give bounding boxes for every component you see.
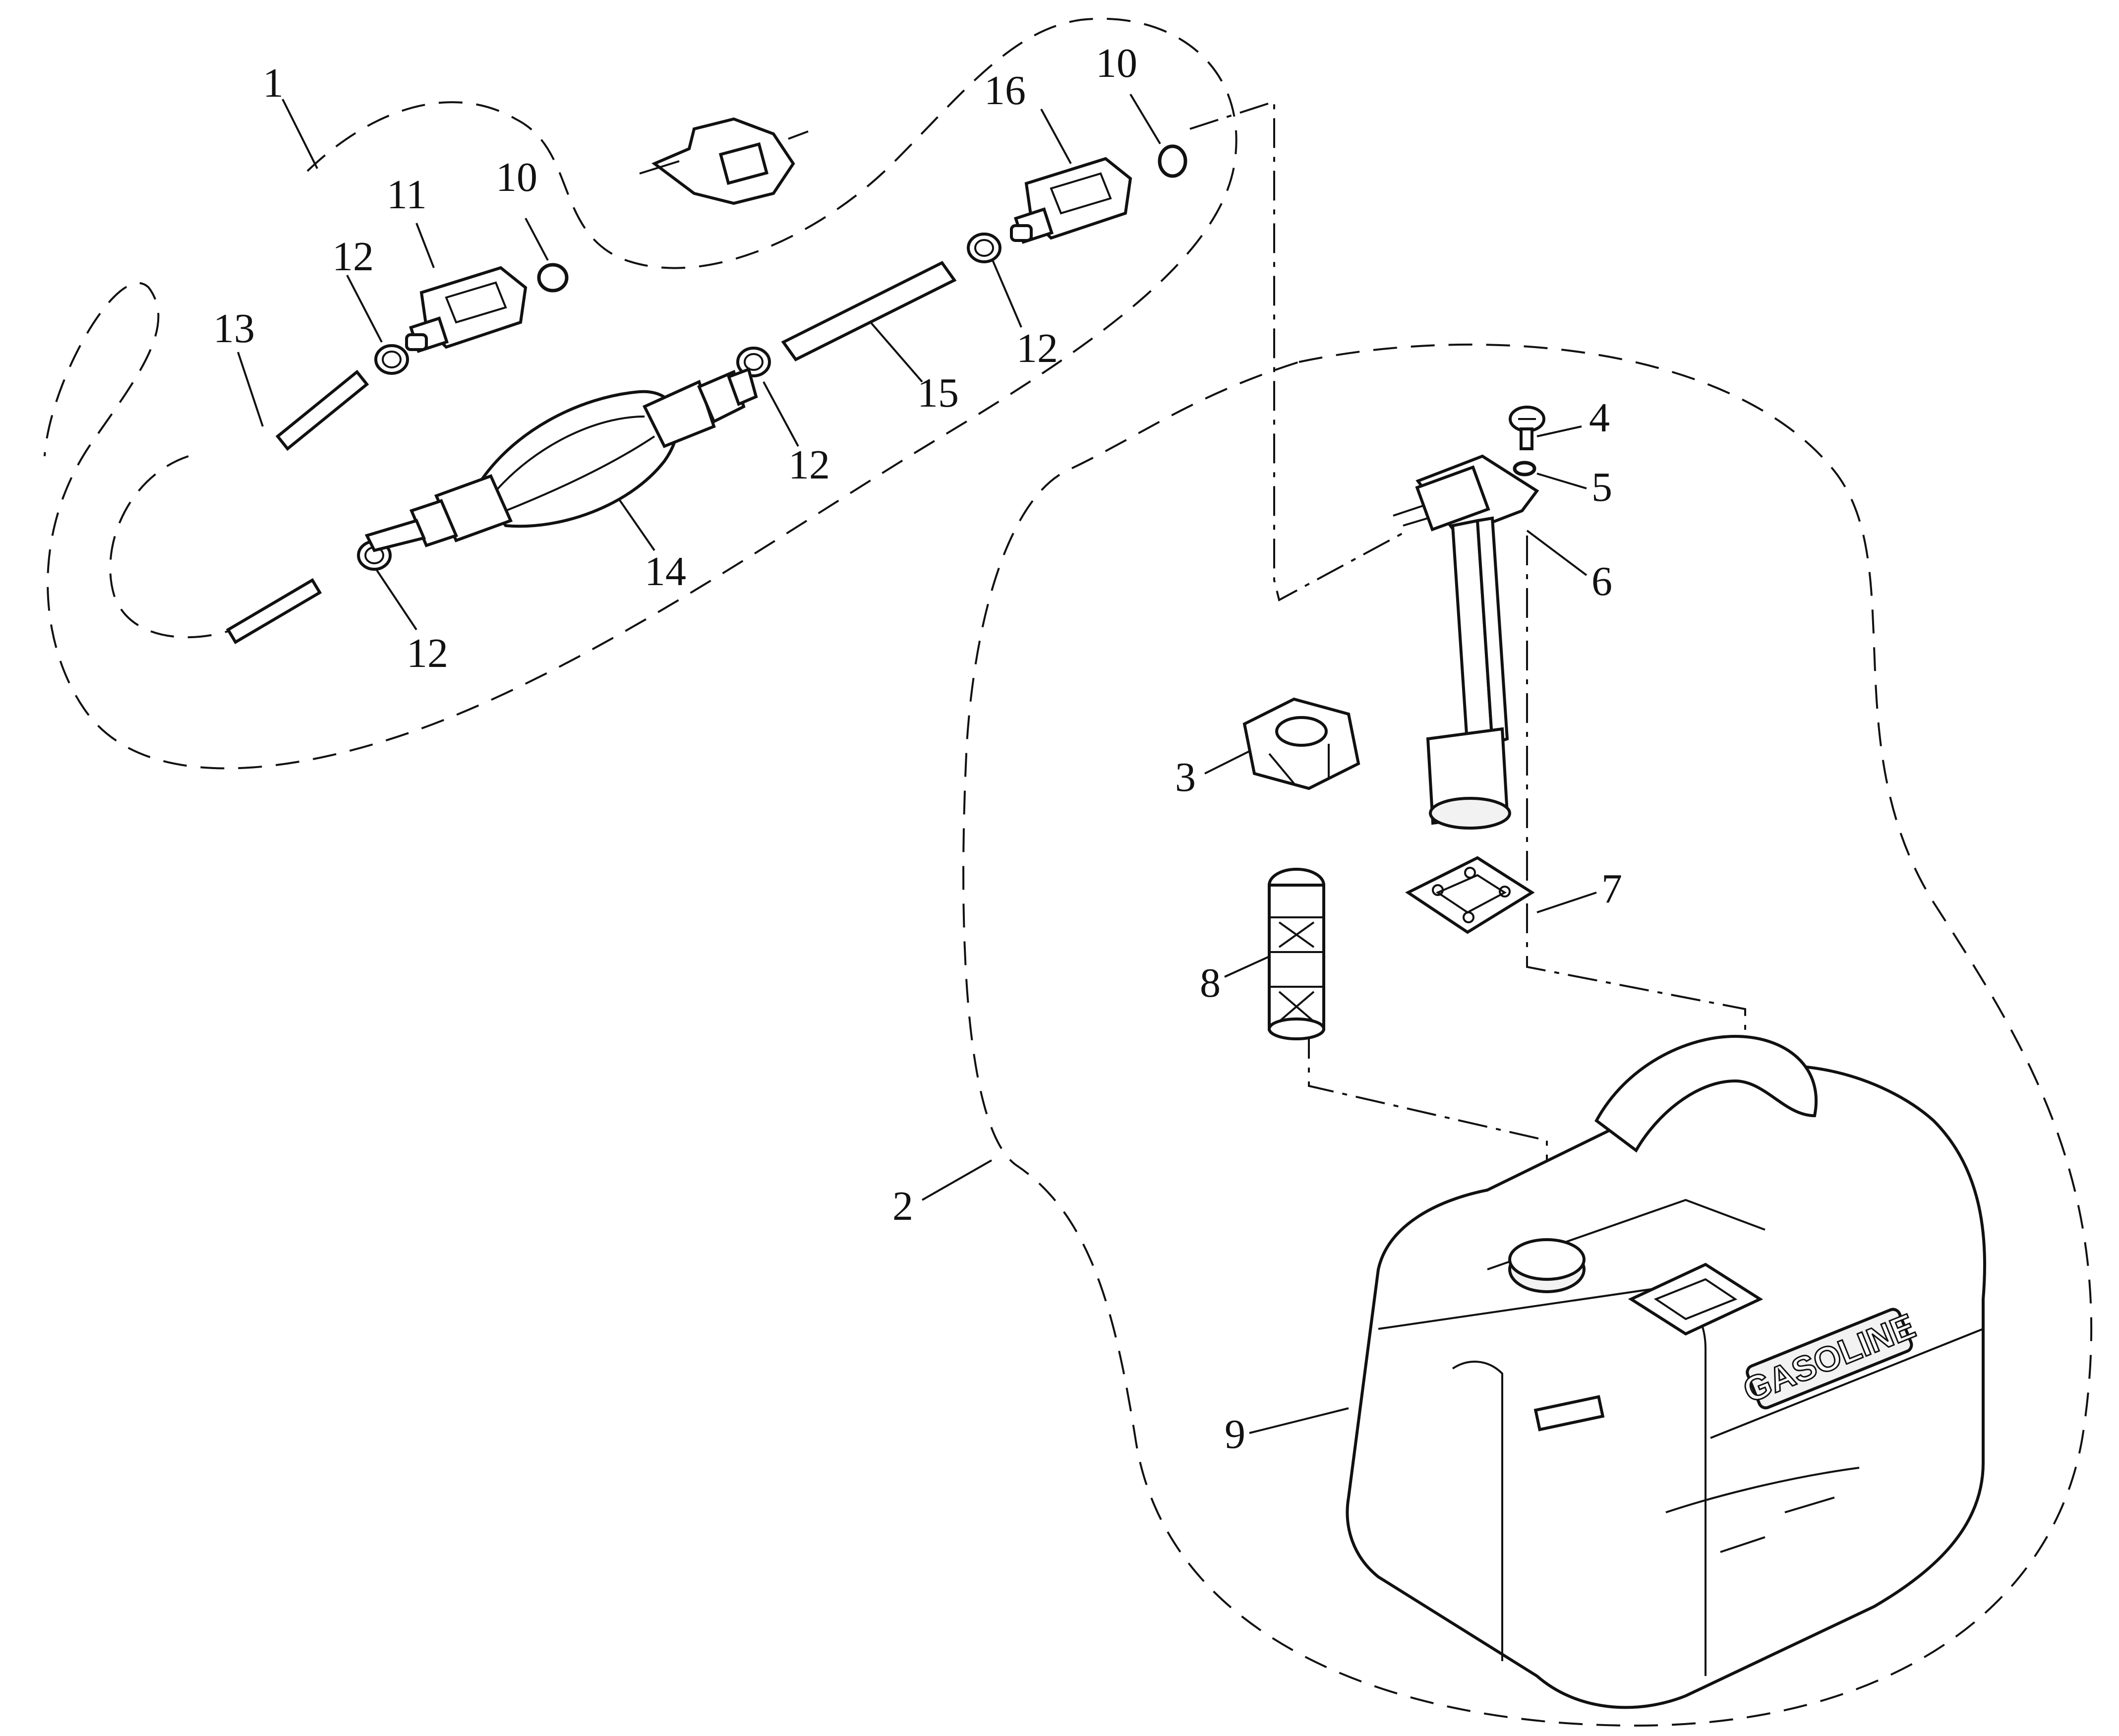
leader-2 xyxy=(922,1159,992,1201)
leader-10b xyxy=(1129,93,1161,145)
callout-14: 14 xyxy=(645,548,686,595)
callout-3: 3 xyxy=(1175,754,1196,800)
o-ring-10a xyxy=(537,263,569,293)
leader-12d xyxy=(376,569,417,631)
callout-12b: 12 xyxy=(788,442,830,488)
callout-13: 13 xyxy=(213,305,255,352)
fuel-tank-9: GASOLINE xyxy=(1346,1034,1987,1709)
leader-16 xyxy=(1040,109,1072,164)
hose-15 xyxy=(781,261,957,361)
callout-10a: 10 xyxy=(496,154,537,200)
callout-6: 6 xyxy=(1591,558,1612,604)
leader-12c xyxy=(991,257,1022,328)
fuel-gauge-6 xyxy=(1393,454,1539,830)
callout-9: 9 xyxy=(1225,1411,1245,1457)
callout-4: 4 xyxy=(1589,395,1610,441)
o-ring-10b xyxy=(1158,144,1187,178)
callout-15: 15 xyxy=(917,370,959,416)
filter-8 xyxy=(1268,868,1325,1040)
callout-8: 8 xyxy=(1200,960,1221,1006)
leader-12a xyxy=(346,275,383,343)
callout-16: 16 xyxy=(984,67,1026,114)
engine-fitting xyxy=(639,117,809,205)
clamp-12c xyxy=(967,233,1001,263)
leader-12b xyxy=(763,381,799,447)
group-1-outline xyxy=(44,17,1237,770)
group-2-outline xyxy=(962,343,2093,1727)
clamp-12b xyxy=(736,347,771,377)
leader-11 xyxy=(415,223,435,268)
leader-1 xyxy=(282,99,318,169)
clamp-12a xyxy=(374,344,409,375)
leader-4 xyxy=(1536,425,1582,437)
assembly-line-6 xyxy=(1189,100,1404,601)
primer-bulb-14 xyxy=(364,367,758,552)
assembly-line-8-tank xyxy=(1308,1029,1548,1230)
connector-16 xyxy=(1010,157,1132,244)
group-1-inner-loop xyxy=(109,455,234,639)
washer-5 xyxy=(1513,461,1536,477)
callout-12c: 12 xyxy=(1016,325,1058,371)
callout-11: 11 xyxy=(387,172,427,218)
filter-holder-3 xyxy=(1242,697,1360,790)
callout-10b: 10 xyxy=(1096,40,1137,86)
leader-6 xyxy=(1526,530,1588,576)
gasket-7 xyxy=(1405,856,1535,934)
leader-10a xyxy=(525,218,549,261)
callout-12a: 12 xyxy=(332,234,374,280)
leader-7 xyxy=(1536,892,1597,913)
callout-7: 7 xyxy=(1601,866,1622,912)
leader-9 xyxy=(1249,1407,1349,1434)
screw-4 xyxy=(1509,406,1545,450)
leader-3 xyxy=(1204,748,1255,775)
callout-1: 1 xyxy=(263,60,284,106)
leader-13 xyxy=(237,352,264,427)
callout-12d: 12 xyxy=(407,630,448,676)
hose-13 xyxy=(226,369,369,645)
connector-11 xyxy=(405,266,528,353)
callout-5: 5 xyxy=(1591,464,1612,510)
leader-5 xyxy=(1536,473,1587,489)
callout-2: 2 xyxy=(892,1183,913,1229)
